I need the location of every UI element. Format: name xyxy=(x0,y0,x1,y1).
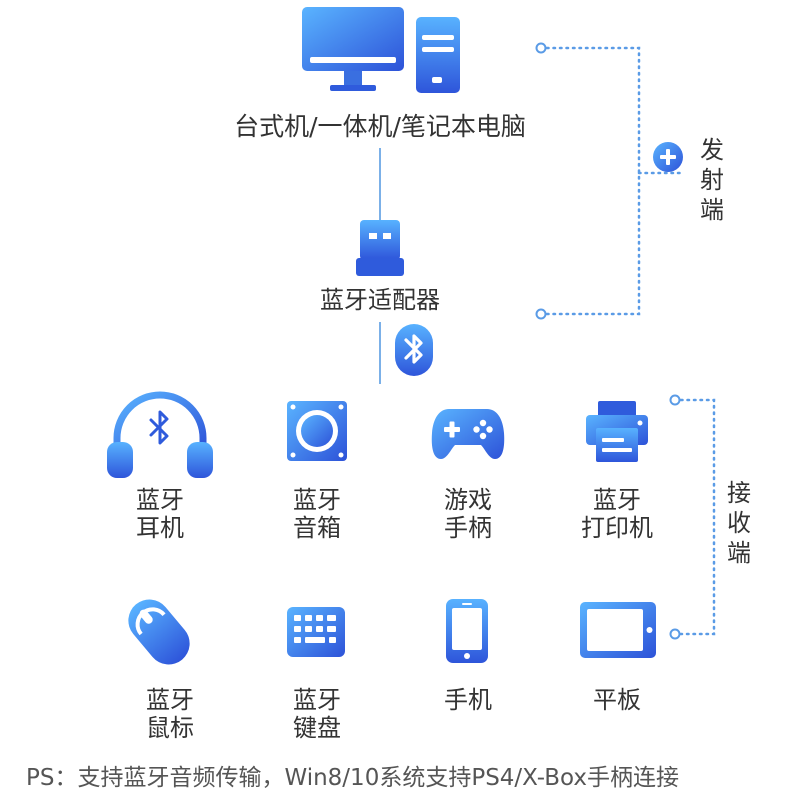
mouse-icon xyxy=(118,592,200,672)
device-label-line: 耳机 xyxy=(136,514,184,542)
receive-char: 接 xyxy=(727,479,751,507)
transmit-label: 发 射 端 xyxy=(697,135,727,225)
device-label: 蓝牙 音箱 xyxy=(247,486,387,542)
device-label-line: 手柄 xyxy=(444,514,492,542)
receive-char: 收 xyxy=(727,509,751,537)
device-label-line: 蓝牙 xyxy=(593,486,641,514)
device-label-line: 蓝牙 xyxy=(146,686,194,714)
speaker-icon xyxy=(286,400,348,462)
receive-label: 接 收 端 xyxy=(724,478,754,568)
device-label-line: 蓝牙 xyxy=(136,486,184,514)
device-label: 蓝牙 键盘 xyxy=(247,686,387,742)
desktop-computer-icon xyxy=(300,5,465,97)
keyboard-icon xyxy=(286,606,346,658)
device-label-line: 鼠标 xyxy=(146,714,194,742)
device-label-line: 打印机 xyxy=(581,514,653,542)
device-label: 蓝牙 鼠标 xyxy=(100,686,240,742)
transmit-char: 射 xyxy=(700,166,724,194)
device-label-line: 蓝牙 xyxy=(293,686,341,714)
device-label: 手机 xyxy=(398,686,538,714)
usb-dongle-icon xyxy=(355,218,405,278)
transmit-char: 发 xyxy=(700,136,724,164)
footer-note: PS：支持蓝牙音频传输，Win8/10系统支持PS4/X-Box手柄连接 xyxy=(26,765,680,791)
plus-circle-icon xyxy=(652,141,684,173)
bluetooth-icon xyxy=(393,322,435,378)
device-label: 平板 xyxy=(547,686,687,714)
tablet-icon xyxy=(579,601,657,659)
printer-icon xyxy=(584,400,650,464)
device-label-line: 手机 xyxy=(444,686,492,714)
device-label-line: 游戏 xyxy=(444,486,492,514)
gamepad-icon xyxy=(431,405,505,461)
device-label: 蓝牙 打印机 xyxy=(547,486,687,542)
phone-icon xyxy=(444,598,490,664)
device-label: 蓝牙 耳机 xyxy=(90,486,230,542)
device-label-line: 平板 xyxy=(593,686,641,714)
adapter-label: 蓝牙适配器 xyxy=(320,286,440,314)
device-label-line: 蓝牙 xyxy=(293,486,341,514)
source-label: 台式机/一体机/笔记本电脑 xyxy=(234,112,526,141)
device-label: 游戏 手柄 xyxy=(398,486,538,542)
device-label-line: 键盘 xyxy=(293,714,341,742)
receive-char: 端 xyxy=(727,539,751,567)
device-label-line: 音箱 xyxy=(293,514,341,542)
headphones-icon xyxy=(105,390,215,480)
transmit-char: 端 xyxy=(700,196,724,224)
